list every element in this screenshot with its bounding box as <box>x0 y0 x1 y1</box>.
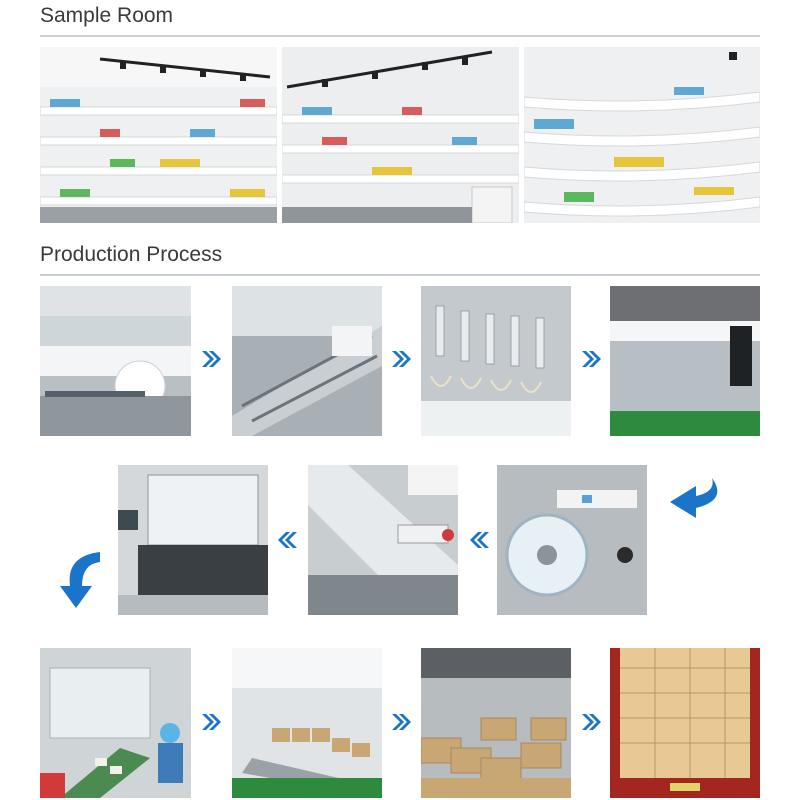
production-photo-9 <box>232 648 382 798</box>
sample-room-title: Sample Room <box>40 4 174 27</box>
production-photo-10 <box>421 648 571 798</box>
production-photo-8 <box>40 648 191 798</box>
arrow-left-icon <box>469 530 491 550</box>
arrow-right-icon <box>580 712 602 732</box>
arrow-right-icon <box>200 349 222 369</box>
arrow-right-icon <box>200 712 222 732</box>
production-photo-4 <box>610 286 760 436</box>
production-photo-5 <box>497 465 647 615</box>
production-process-divider <box>40 274 760 276</box>
arrow-right-icon <box>390 349 412 369</box>
sample-room-photo-2 <box>282 47 519 223</box>
arrow-left-icon <box>277 530 299 550</box>
production-photo-1 <box>40 286 191 436</box>
production-photo-7 <box>118 465 268 615</box>
production-photo-6 <box>308 465 458 615</box>
production-process-title: Production Process <box>40 243 223 266</box>
curved-arrow-down-icon <box>56 546 104 610</box>
sample-room-photo-1 <box>40 47 277 223</box>
production-photo-3 <box>421 286 571 436</box>
production-photo-11 <box>610 648 760 798</box>
sample-room-divider <box>40 35 760 37</box>
arrow-right-icon <box>390 712 412 732</box>
curved-arrow-down-left-icon <box>666 474 730 522</box>
sample-room-photo-3 <box>524 47 760 223</box>
production-photo-2 <box>232 286 382 436</box>
arrow-right-icon <box>580 349 602 369</box>
